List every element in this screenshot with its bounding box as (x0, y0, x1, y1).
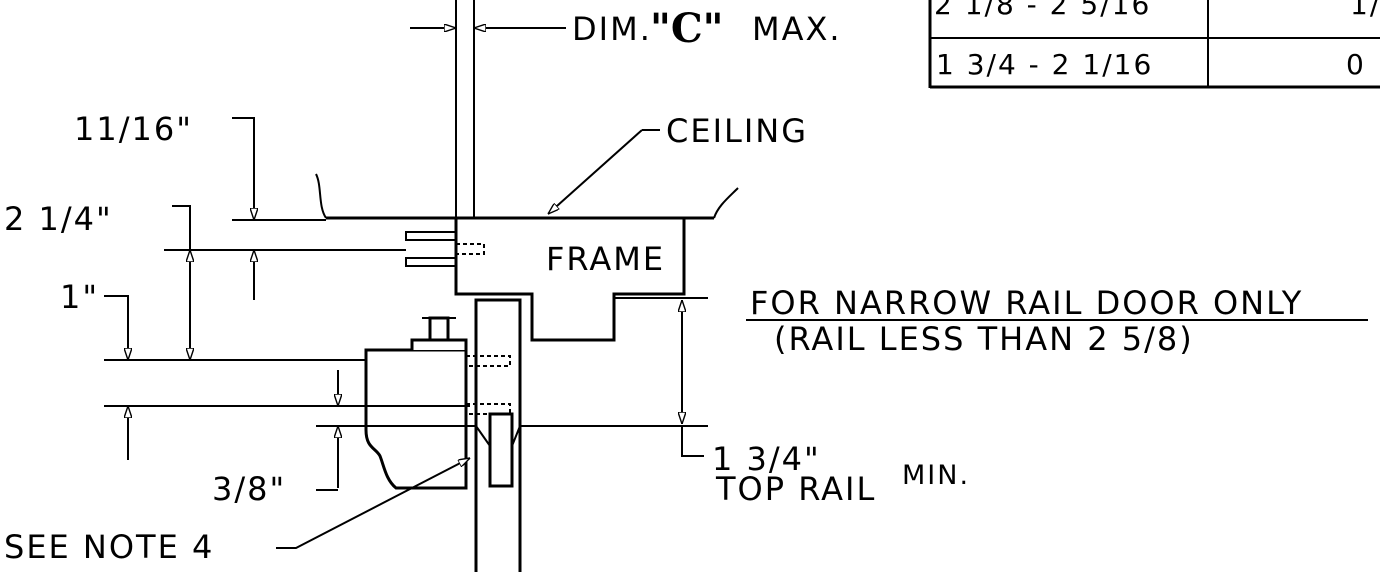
ceiling: CEILING (232, 112, 808, 221)
frame-label: FRAME (546, 240, 665, 278)
see-note-callout: SEE NOTE 4 (4, 458, 470, 566)
left-dimensions: 11/16" 2 1/4" 1" 3/8" (4, 110, 476, 508)
dim-2-1-4-label: 2 1/4" (4, 200, 113, 238)
top-rail-label: TOP RAIL (715, 470, 876, 508)
door-stop (455, 0, 475, 218)
dim-11-16-label: 11/16" (74, 110, 193, 148)
note-line-2: (RAIL LESS THAN 2 5/8) (774, 320, 1194, 358)
narrow-rail-note: FOR NARROW RAIL DOOR ONLY (RAIL LESS THA… (746, 284, 1368, 358)
right-dimension: 1 3/4" MIN. TOP RAIL (520, 297, 970, 508)
frame: FRAME (405, 218, 686, 342)
dim-c-callout: DIM. "C" MAX. (410, 5, 842, 52)
min-dim-value: 1 3/4" (712, 440, 821, 478)
note-line-1: FOR NARROW RAIL DOOR ONLY (750, 284, 1303, 322)
dim-3-8-label: 3/8" (212, 470, 286, 508)
closer-body (364, 316, 521, 490)
dimension-table: 2 1/8 - 2 5/16 1/ 1 3/4 - 2 1/16 0 (928, 0, 1380, 89)
frame-screw-top (405, 231, 457, 241)
table-row-1-range: 2 1/8 - 2 5/16 (934, 0, 1151, 21)
dim-1-label: 1" (60, 278, 99, 316)
dim-c-letter: "C" (650, 5, 724, 52)
bolt-head (428, 316, 450, 344)
table-row-2-range: 1 3/4 - 2 1/16 (936, 48, 1153, 81)
dim-c-prefix: DIM. (572, 10, 652, 48)
dim-c-suffix: MAX. (752, 10, 842, 48)
ceiling-label: CEILING (666, 112, 808, 150)
table-row-2-value: 0 (1346, 48, 1366, 81)
frame-screw-bottom (405, 257, 457, 267)
door-top-rail (474, 298, 522, 572)
table-row-1-value: 1/ (1350, 0, 1380, 21)
see-note-label: SEE NOTE 4 (4, 528, 214, 566)
min-dim-word: MIN. (902, 460, 970, 491)
rail-insert (488, 412, 514, 488)
